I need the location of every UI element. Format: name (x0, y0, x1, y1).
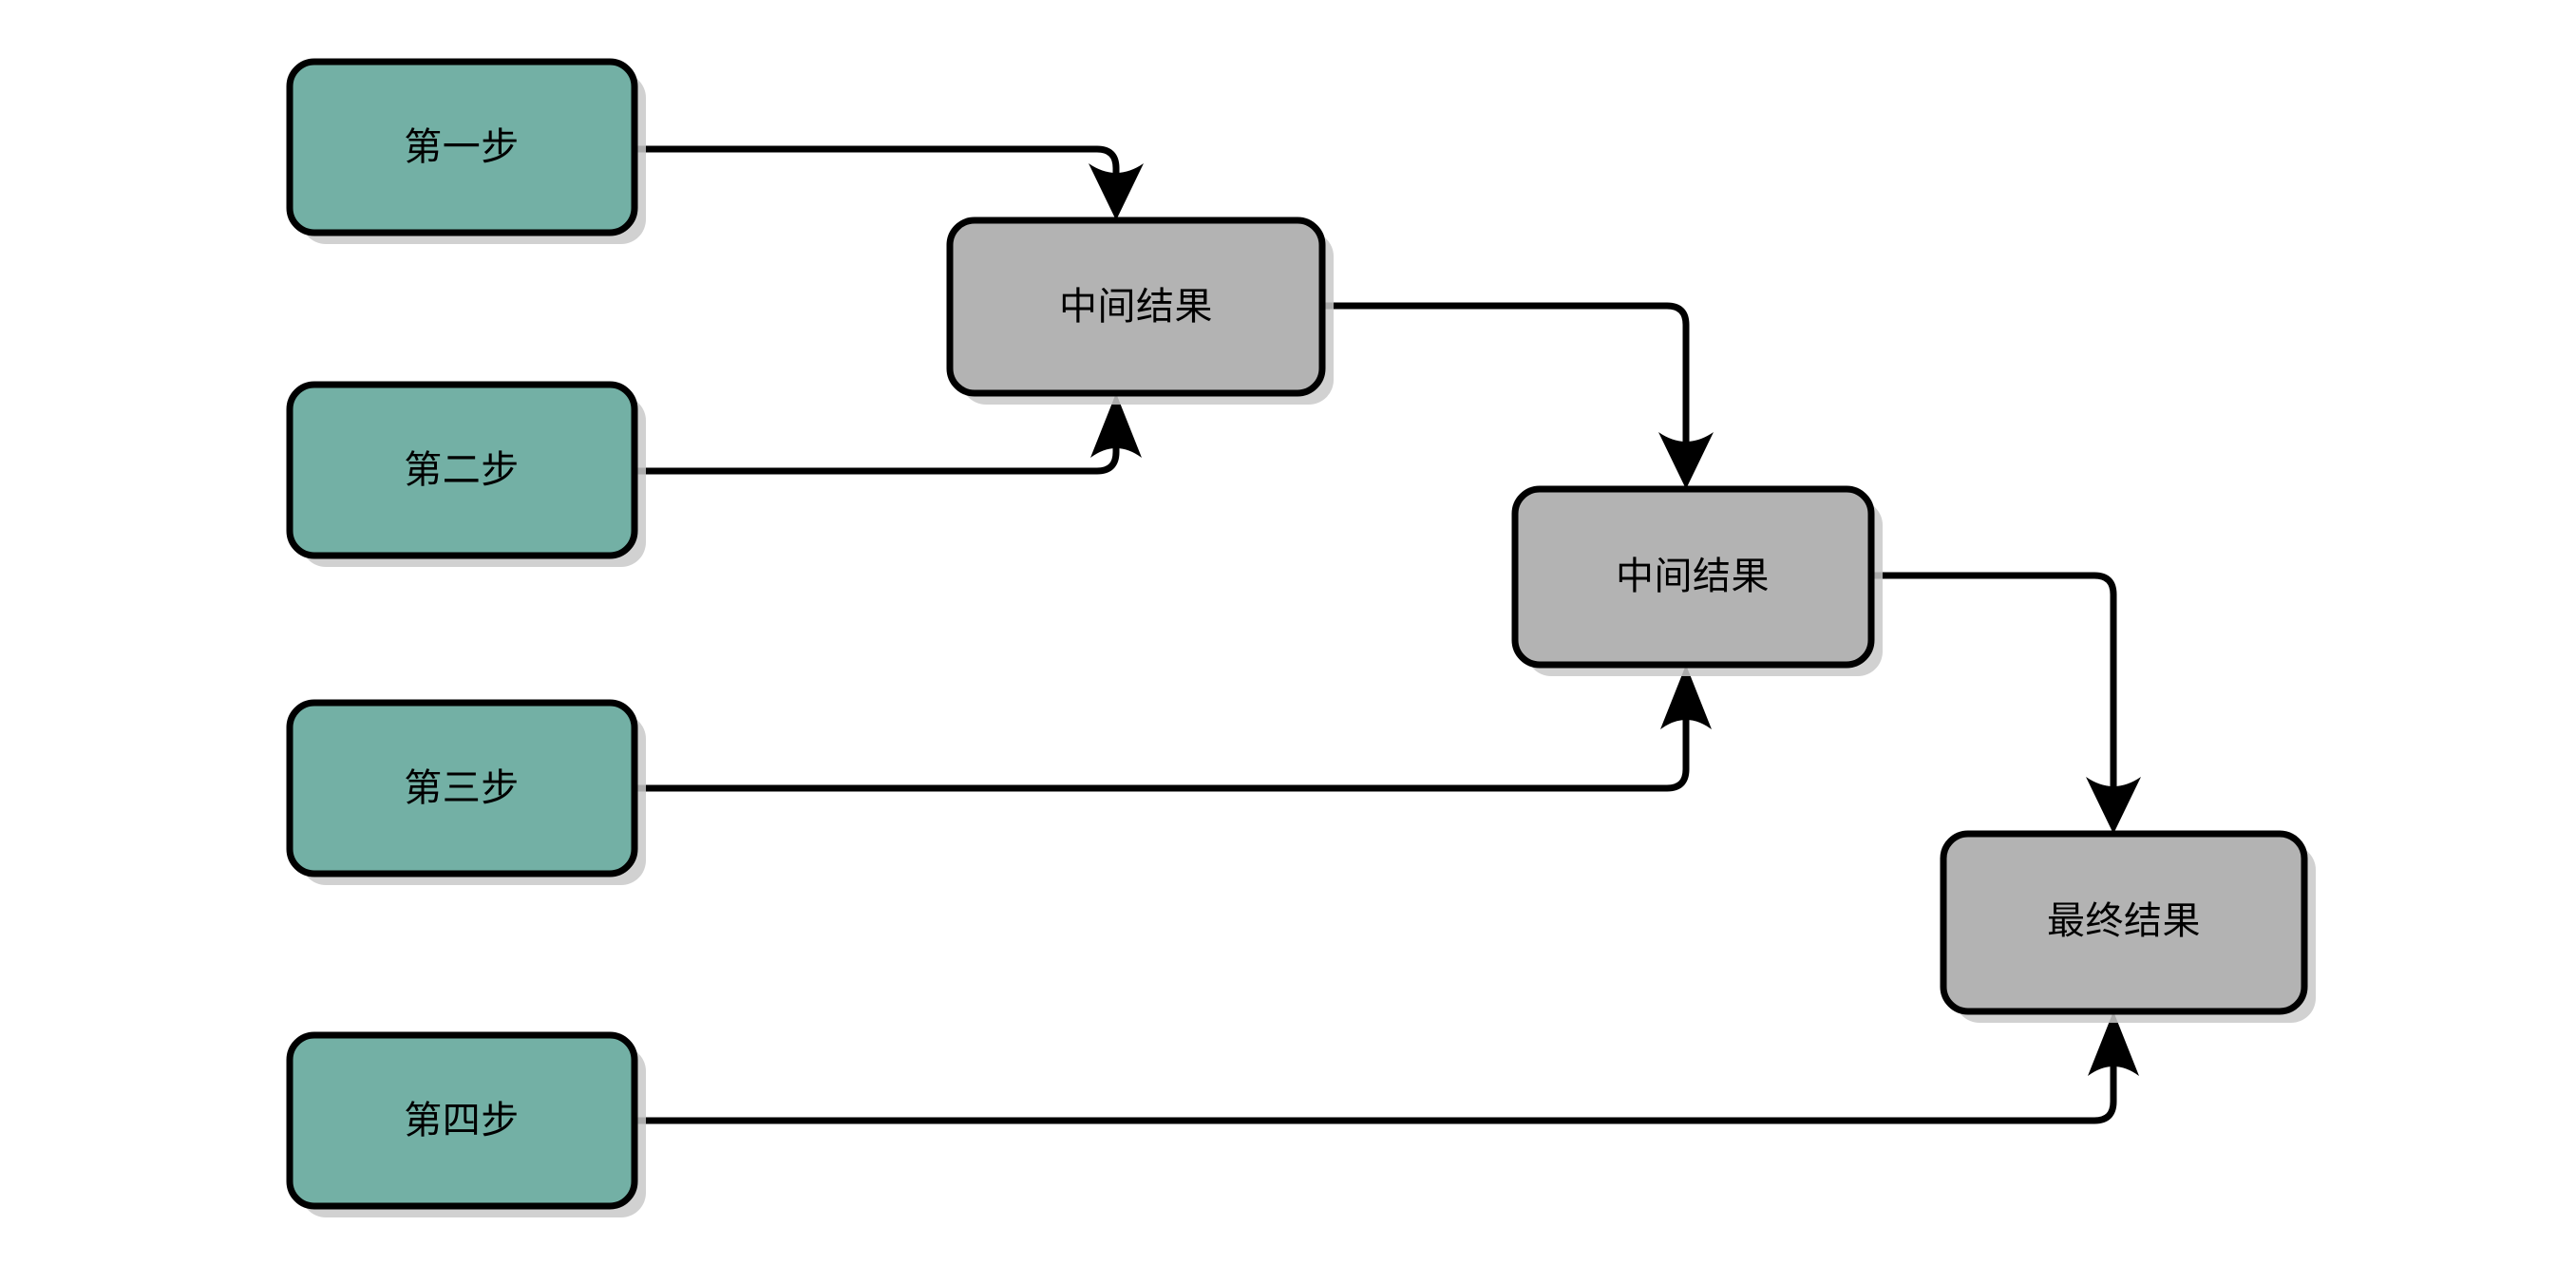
node-mid2[interactable]: 中间结果 (1511, 485, 1883, 676)
node-box (286, 58, 638, 236)
edge-path (635, 145, 1120, 190)
edge-path (1871, 572, 2117, 803)
node-box (1940, 830, 2308, 1015)
arrow-head-down (2086, 777, 2141, 834)
node-step1[interactable]: 第一步 (286, 58, 646, 244)
arrow-head-up (1660, 665, 1712, 729)
edge-step4-to-final[interactable] (635, 1011, 2139, 1124)
node-label: 第三步 (404, 766, 520, 810)
node-label: 第二步 (404, 448, 520, 492)
edge-mid2-to-final[interactable] (1871, 572, 2141, 834)
edge-mid1-to-mid2[interactable] (1322, 302, 1714, 489)
node-final[interactable]: 最终结果 (1940, 830, 2316, 1023)
arrow-head-down (1089, 163, 1144, 220)
arrow-head-up (1090, 393, 1142, 458)
node-step4[interactable]: 第四步 (286, 1031, 646, 1217)
node-layer: 第一步 第二步 第三步 第四步 (286, 58, 2316, 1217)
edge-step2-to-mid1[interactable] (635, 393, 1142, 475)
node-box (286, 699, 638, 877)
node-box (1511, 485, 1875, 669)
edge-step1-to-mid1[interactable] (635, 145, 1144, 220)
edge-path (635, 1043, 2117, 1124)
node-box (286, 381, 638, 559)
edge-path (635, 696, 1690, 792)
edge-path (1322, 302, 1690, 459)
node-mid1[interactable]: 中间结果 (946, 217, 1334, 405)
node-box (946, 217, 1326, 397)
node-label: 第四步 (404, 1099, 520, 1142)
node-label: 中间结果 (1616, 555, 1770, 598)
edge-step3-to-mid2[interactable] (635, 665, 1712, 792)
node-label: 最终结果 (2047, 899, 2201, 943)
arrow-head-up (2088, 1011, 2139, 1076)
edge-layer (635, 145, 2141, 1124)
node-label: 第一步 (404, 125, 520, 169)
node-step3[interactable]: 第三步 (286, 699, 646, 885)
node-box (286, 1031, 638, 1210)
node-label: 中间结果 (1059, 285, 1213, 329)
edge-path (635, 425, 1120, 475)
arrow-head-down (1658, 432, 1714, 489)
node-step2[interactable]: 第二步 (286, 381, 646, 567)
